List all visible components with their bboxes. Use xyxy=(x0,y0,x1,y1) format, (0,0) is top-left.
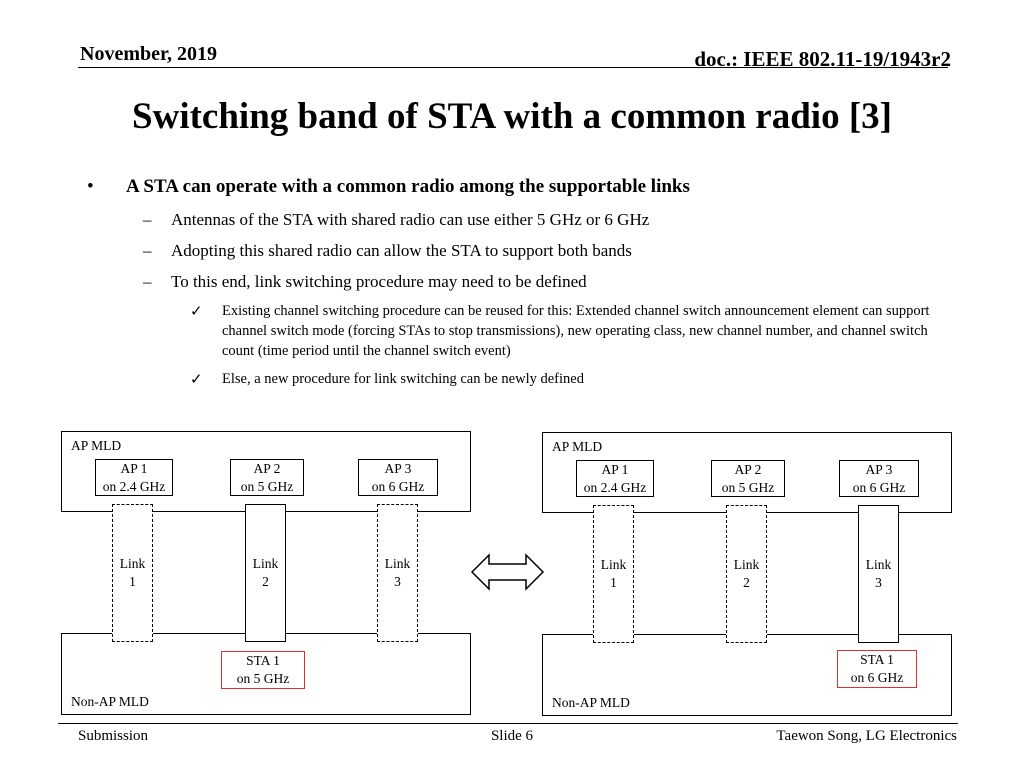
checkmark-icon: ✓ xyxy=(190,304,203,320)
link-number: 1 xyxy=(610,575,617,590)
dash-marker: – xyxy=(143,210,152,229)
ap-name: AP 3 xyxy=(384,460,412,476)
bullet-main: A STA can operate with a common radio am… xyxy=(126,176,690,197)
link-1-inactive: Link 1 xyxy=(112,504,153,642)
ap-band: on 6 GHz xyxy=(852,479,906,495)
ap-band: on 5 GHz xyxy=(721,479,775,495)
sta-name: STA 1 xyxy=(860,652,894,667)
sub-bullet-2: Adopting this shared radio can allow the… xyxy=(171,241,632,260)
slide-title: Switching band of STA with a common radi… xyxy=(132,96,892,137)
footer-author: Taewon Song, LG Electronics xyxy=(776,728,957,744)
dash-marker: – xyxy=(143,272,152,291)
non-ap-mld-label: Non-AP MLD xyxy=(552,695,630,710)
ap-band: on 2.4 GHz xyxy=(102,478,166,494)
link-3-active: Link 3 xyxy=(858,505,899,643)
ap-box-1: AP 1 on 2.4 GHz xyxy=(95,459,173,496)
ap-name: AP 3 xyxy=(865,461,893,477)
ap-box-2: AP 2 on 5 GHz xyxy=(711,460,785,497)
link-number: 3 xyxy=(394,574,401,589)
header-divider xyxy=(78,67,948,68)
check-item-2: Else, a new procedure for link switching… xyxy=(222,371,584,387)
link-number: 3 xyxy=(875,575,882,590)
checkmark-icon: ✓ xyxy=(190,372,203,388)
footer-submission: Submission xyxy=(78,728,149,744)
ap-box-3: AP 3 on 6 GHz xyxy=(839,460,919,497)
sta-name: STA 1 xyxy=(246,653,280,668)
ap-band: on 5 GHz xyxy=(240,478,294,494)
link-label: Link xyxy=(600,557,627,572)
ap-name: AP 2 xyxy=(734,461,762,477)
ap-mld-label: AP MLD xyxy=(552,439,603,454)
sta-box: STA 1 on 5 GHz xyxy=(221,651,305,689)
ap-mld-label: AP MLD xyxy=(71,438,122,453)
link-number: 1 xyxy=(129,574,136,589)
link-label: Link xyxy=(252,556,279,571)
bullet-marker: • xyxy=(87,176,94,197)
header-date: November, 2019 xyxy=(80,43,218,65)
sta-band: on 6 GHz xyxy=(850,670,904,685)
link-2-inactive: Link 2 xyxy=(726,505,767,643)
sta-box: STA 1 on 6 GHz xyxy=(837,650,917,688)
sta-band: on 5 GHz xyxy=(236,671,290,686)
link-3-inactive: Link 3 xyxy=(377,504,418,642)
link-label: Link xyxy=(733,557,760,572)
check-item-1: Existing channel switching procedure can… xyxy=(222,303,930,359)
link-1-inactive: Link 1 xyxy=(593,505,634,643)
sub-bullet-1: Antennas of the STA with shared radio ca… xyxy=(171,210,650,229)
link-label: Link xyxy=(384,556,411,571)
non-ap-mld-label: Non-AP MLD xyxy=(71,694,149,709)
footer-slide-number: Slide 6 xyxy=(490,728,534,744)
ap-name: AP 2 xyxy=(253,460,281,476)
double-arrow-icon xyxy=(470,553,545,591)
link-number: 2 xyxy=(743,575,750,590)
ap-band: on 6 GHz xyxy=(371,478,425,494)
header-doc-id: doc.: IEEE 802.11-19/1943r2 xyxy=(694,47,951,71)
link-label: Link xyxy=(119,556,146,571)
link-2-active: Link 2 xyxy=(245,504,286,642)
sub-bullet-3: To this end, link switching procedure ma… xyxy=(171,272,587,291)
ap-name: AP 1 xyxy=(601,461,629,477)
ap-name: AP 1 xyxy=(120,460,148,476)
ap-box-2: AP 2 on 5 GHz xyxy=(230,459,304,496)
ap-box-3: AP 3 on 6 GHz xyxy=(358,459,438,496)
link-label: Link xyxy=(865,557,892,572)
ap-box-1: AP 1 on 2.4 GHz xyxy=(576,460,654,497)
ap-band: on 2.4 GHz xyxy=(583,479,647,495)
dash-marker: – xyxy=(143,241,152,260)
footer-divider xyxy=(58,723,958,724)
link-number: 2 xyxy=(262,574,269,589)
